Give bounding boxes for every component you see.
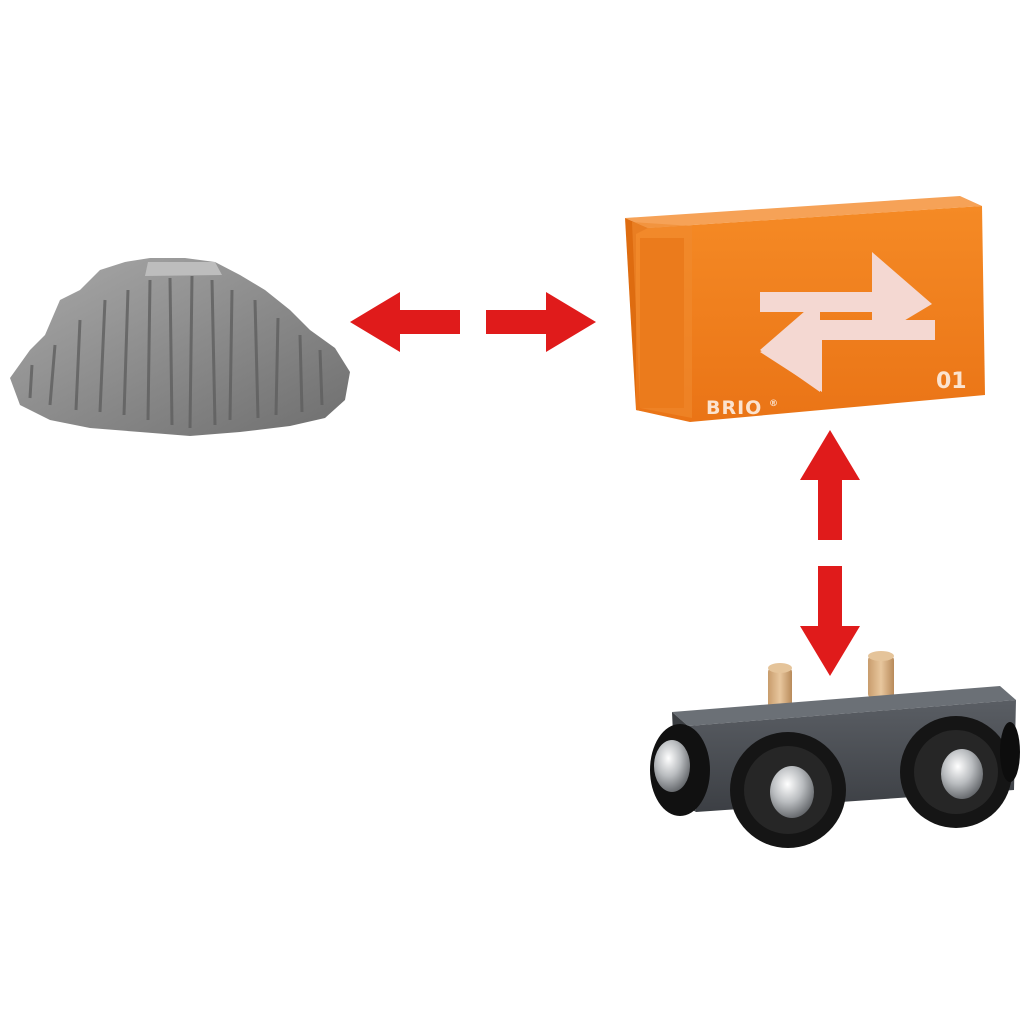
double-arrow-icon	[800, 430, 860, 676]
registered-mark: ®	[769, 399, 779, 409]
cargo-container-icon: BRIO ® 01	[625, 196, 985, 422]
brand-label: BRIO	[706, 397, 762, 419]
rock-icon	[10, 258, 350, 436]
swap-arrows-icon	[760, 252, 935, 392]
double-arrow-icon	[350, 292, 596, 352]
container-number: 01	[936, 369, 967, 394]
train-wagon-icon	[650, 651, 1020, 848]
